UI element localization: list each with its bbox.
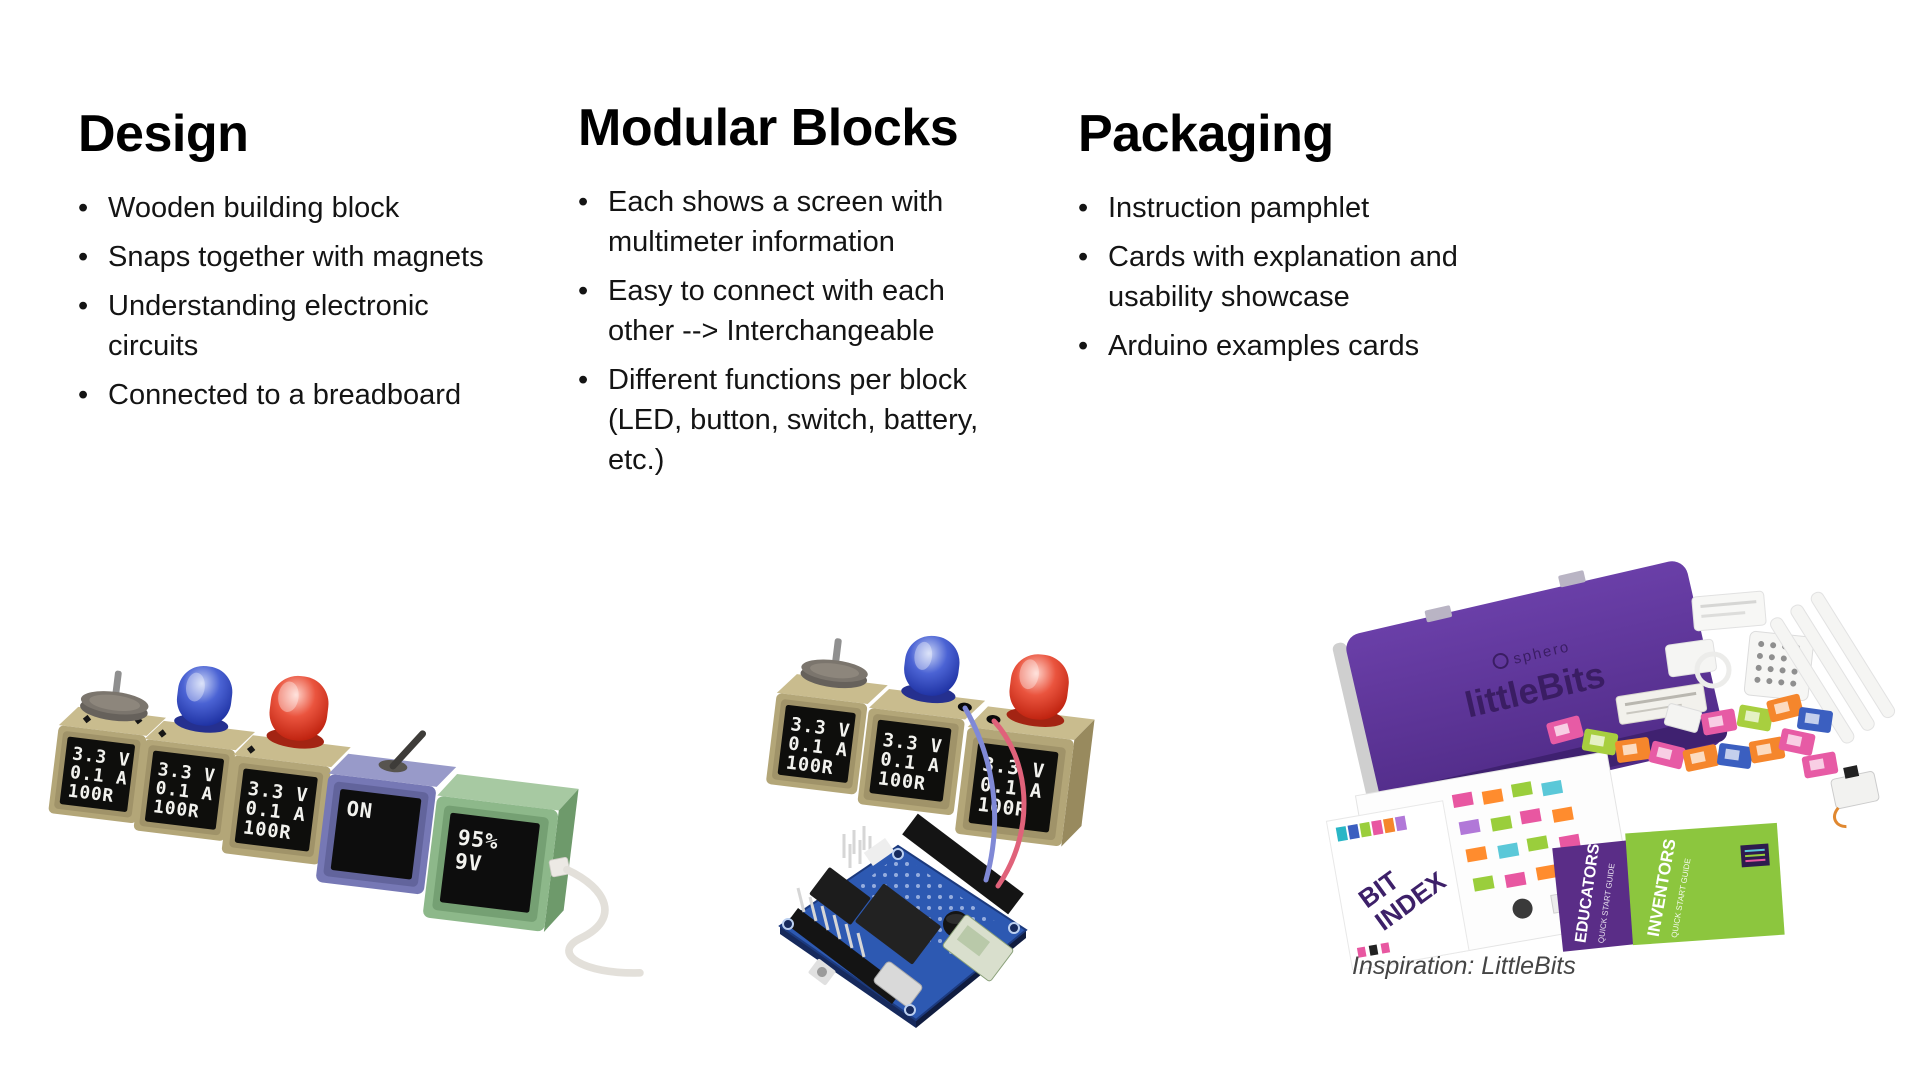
bullet-item: • Each shows a screen with multimeter inf… <box>578 182 1000 262</box>
bullet-dot: • <box>578 186 589 218</box>
blue-led <box>901 635 960 704</box>
motor-knob <box>800 638 868 689</box>
column-packaging: Packaging • Instruction pamphlet • Cards w… <box>1078 104 1488 375</box>
arduino-blocks-illustration: 3.3 V 0.1 A 100R 3.3 V 0.1 A 100R <box>766 635 1095 1028</box>
bullet-item: • Arduino examples cards <box>1078 326 1488 366</box>
battery-block: 95% 9V <box>423 773 644 977</box>
bullet-text: Connected to a breadboard <box>108 379 462 411</box>
block-screen <box>968 742 1059 833</box>
bullet-text: Snaps together with magnets <box>108 241 484 273</box>
bullet-item: • Easy to connect with each other --> Int… <box>578 271 1000 351</box>
red-led <box>266 675 329 749</box>
bullet-text: Different functions per block (LED, butt… <box>608 364 979 476</box>
bullet-dot: • <box>1078 330 1089 362</box>
toggle-switch <box>378 730 427 773</box>
mounting-holes <box>782 848 1020 1016</box>
usb-cable <box>548 856 644 977</box>
white-cable-loop <box>1694 651 1732 689</box>
case-latch <box>1558 570 1586 588</box>
booklet-sticker <box>1740 843 1770 868</box>
bullet-dot: • <box>1078 192 1089 224</box>
pamphlet-cover <box>1325 800 1470 970</box>
block-screen <box>144 750 224 830</box>
block-screen <box>330 789 422 880</box>
bullet-dot: • <box>78 379 89 411</box>
red-led-block: 3.3 V 0.1 A 100R <box>955 654 1095 847</box>
bullet-dot: • <box>1078 241 1089 273</box>
bullet-text: Cards with explanation and usability sho… <box>1108 241 1458 313</box>
bullet-text: Easy to connect with each other --> Inte… <box>608 275 945 347</box>
arduino-board <box>778 813 1028 1028</box>
reset-button <box>808 958 836 986</box>
bullet-item: • Cards with explanation and usability sh… <box>1078 237 1488 317</box>
red-led <box>1006 654 1069 727</box>
bullet-text: Wooden building block <box>108 192 400 224</box>
block-screen <box>869 719 952 802</box>
bullet-item: • Different functions per block (LED, but… <box>578 360 1000 480</box>
chip <box>855 883 941 965</box>
bullet-dot: • <box>78 241 89 273</box>
radio-module <box>942 914 1014 982</box>
bullet-dot: • <box>78 290 89 322</box>
bits-cluster <box>1546 693 1839 779</box>
column-design: Design • Wooden building block • Snaps tog… <box>78 104 490 424</box>
design-blocks-illustration: 3.3 V 0.1 A 100R 3.3 V 0.1 A 100R <box>48 665 644 977</box>
bullet-text: Instruction pamphlet <box>1108 192 1370 224</box>
packaging-heading: Packaging <box>1078 105 1334 163</box>
pin-headers <box>796 826 872 958</box>
white-connector <box>863 837 895 867</box>
packaging-bullet-list: • Instruction pamphlet • Cards with explan… <box>1078 188 1488 366</box>
sphero-logo-icon <box>1492 652 1509 669</box>
design-bullet-list: • Wooden building block • Snaps together w… <box>78 188 490 415</box>
blue-led-block: 3.3 V 0.1 A 100R <box>857 635 986 816</box>
littlebits-kit-illustration: sphero littleBits <box>1325 561 1896 970</box>
bullet-dot: • <box>78 192 89 224</box>
servo-motor <box>1830 765 1880 829</box>
header-socket <box>902 813 1024 915</box>
white-accessory-parts <box>1665 590 1767 689</box>
modular-blocks-heading: Modular Blocks <box>578 99 959 157</box>
pamphlet-color-strip <box>1335 815 1408 842</box>
jumper-wire-blue <box>962 705 998 883</box>
switch-block: ON <box>316 730 457 895</box>
bullet-item: • Wooden building block <box>78 188 490 228</box>
block-screen <box>234 768 318 852</box>
design-heading: Design <box>78 105 249 163</box>
blue-led <box>174 665 233 733</box>
jumper-wire-red <box>991 718 1027 889</box>
inventors-booklet: INVENTORS QUICK START GUIDE <box>1625 822 1785 946</box>
screen-text: 9V <box>453 849 483 877</box>
screen-text: 95% <box>456 825 500 855</box>
bullet-text: Understanding electronic circuits <box>108 290 429 362</box>
column-modular-blocks: Modular Blocks • Each shows a screen with… <box>578 98 1000 489</box>
block-screen <box>59 736 135 812</box>
bullet-item: • Snaps together with magnets <box>78 237 490 277</box>
bullet-item: • Understanding electronic circuits <box>78 286 490 366</box>
usb-port <box>873 961 923 1007</box>
motor-knob <box>80 670 149 722</box>
bullet-text: Each shows a screen with multimeter info… <box>608 186 944 258</box>
bullet-item: • Connected to a breadboard <box>78 375 490 415</box>
mounting-boards <box>1770 591 1896 744</box>
bullet-dot: • <box>578 364 589 396</box>
block-screen <box>439 812 540 913</box>
bullet-item: • Instruction pamphlet <box>1078 188 1488 228</box>
screen-text: ON <box>345 796 374 823</box>
image-caption: Inspiration: LittleBits <box>1352 952 1576 980</box>
blue-led-block: 3.3 V 0.1 A 100R <box>133 665 255 841</box>
block-screen <box>777 704 856 783</box>
bullet-text: Arduino examples cards <box>1108 330 1420 362</box>
chip <box>809 867 871 925</box>
modular-bullet-list: • Each shows a screen with multimeter inf… <box>578 182 1000 480</box>
case-latch <box>1424 605 1452 623</box>
red-led-block: 3.3 V 0.1 A 100R <box>221 675 351 865</box>
bullet-dot: • <box>578 275 589 307</box>
motor-block: 3.3 V 0.1 A 100R <box>48 670 166 824</box>
motor-block: 3.3 V 0.1 A 100R <box>766 638 888 795</box>
